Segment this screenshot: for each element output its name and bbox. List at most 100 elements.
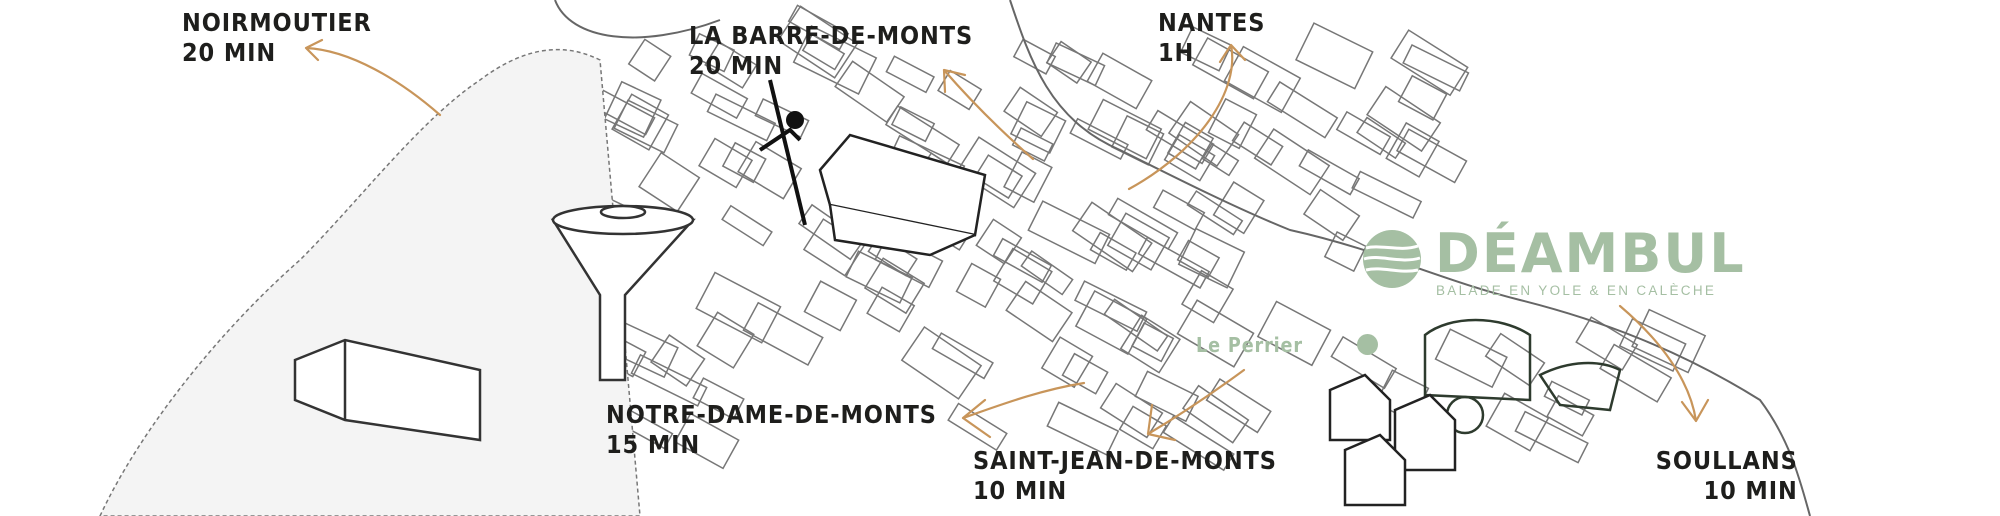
street-block [1103, 298, 1169, 352]
street-block [1145, 109, 1215, 165]
deambul-logo-icon [1363, 230, 1421, 288]
street-block [1298, 148, 1361, 196]
street-block [1027, 200, 1111, 265]
destination-time: 20 min [689, 51, 784, 80]
street-block [1207, 97, 1258, 150]
arrow-nantes [1127, 43, 1247, 191]
destination-time: 15 min [606, 430, 701, 459]
street-block [1402, 44, 1470, 92]
village-houses-icon [1328, 373, 1457, 507]
street-block [1040, 336, 1094, 389]
location-marker-icon [1357, 334, 1378, 355]
street-block [1005, 280, 1074, 343]
destination-name: Soullans [1656, 446, 1798, 475]
street-block [1045, 41, 1106, 87]
street-block [1003, 86, 1059, 138]
pole-vaulter-icon [758, 79, 807, 226]
street-block [1089, 231, 1138, 272]
warehouse-icon [293, 338, 482, 442]
street-block [1134, 370, 1200, 423]
street-block [1266, 80, 1339, 139]
street-block [754, 98, 810, 139]
street-block [890, 105, 936, 143]
destination-name: Nantes [1158, 8, 1266, 37]
street-block [1046, 401, 1120, 456]
street-block [1163, 133, 1216, 182]
street-block [973, 154, 1024, 200]
street-block [721, 204, 773, 247]
street-block [955, 262, 1002, 309]
destination-notre-dame-de-monts: Notre-Dame-de-Monts 15 min [606, 400, 937, 460]
street-block [956, 136, 1037, 209]
street-block [706, 93, 777, 142]
street-block [649, 334, 706, 387]
street-block [1294, 22, 1374, 90]
street-block [1166, 121, 1215, 170]
street-block [1514, 410, 1589, 464]
street-block [1106, 212, 1171, 271]
street-block [1385, 121, 1441, 178]
street-block [1253, 128, 1331, 196]
street-block [885, 55, 936, 94]
street-block [1074, 289, 1148, 356]
street-block [697, 137, 754, 189]
arrow-noirmoutier [304, 38, 442, 117]
street-block [692, 377, 745, 420]
street-block [673, 412, 740, 470]
street-block [1223, 45, 1302, 114]
street-block [1107, 197, 1179, 251]
street-block [696, 311, 755, 369]
street-block [1061, 352, 1109, 395]
destination-name: Notre-Dame-de-Monts [606, 400, 937, 429]
dune-vegetation [99, 48, 641, 516]
destination-noirmoutier: Noirmoutier 20 min [182, 8, 372, 68]
street-block [1356, 116, 1407, 160]
water-tower-icon [550, 204, 696, 382]
street-block [630, 353, 708, 407]
street-block [1181, 384, 1250, 444]
street-block [1390, 29, 1469, 97]
destination-time: 20 min [182, 38, 277, 67]
street-block [1434, 328, 1508, 389]
street-block [1256, 300, 1332, 367]
street-block [1485, 392, 1550, 452]
street-block [975, 218, 1023, 265]
street-block [1323, 230, 1368, 273]
street-block [1302, 188, 1361, 242]
street-block [627, 38, 672, 82]
street-block [1162, 415, 1235, 472]
street-block [603, 80, 662, 139]
street-block [1099, 382, 1164, 439]
destination-la-barre-de-monts: La Barre-de-Monts 20 min [689, 21, 973, 81]
street-block [1009, 100, 1067, 155]
thatched-cottage-icon [818, 133, 987, 257]
street-block [947, 402, 1008, 452]
street-block [1003, 151, 1053, 204]
destination-name: Saint-Jean-de-Monts [973, 446, 1277, 475]
street-block [1366, 85, 1442, 153]
brand-name: DÉAMBUL [1435, 222, 1746, 285]
street-block [1137, 236, 1211, 289]
arrow-notre-dame-de-monts [961, 381, 1086, 439]
street-block [1484, 332, 1546, 387]
street-block [1231, 121, 1284, 166]
street-block [992, 247, 1053, 305]
destination-name: La Barre-de-Monts [689, 21, 974, 50]
street-block [611, 93, 670, 151]
destination-saint-jean-de-monts: Saint-Jean-de-Monts 10 min [973, 446, 1277, 506]
street-block [1599, 343, 1673, 403]
street-block [1186, 190, 1244, 236]
street-block [1087, 98, 1163, 160]
street-block [1395, 128, 1468, 184]
arrow-saint-jean-de-monts [1146, 368, 1246, 442]
street-block [1212, 181, 1265, 235]
street-block [1167, 100, 1240, 168]
street-block [742, 301, 824, 367]
destination-soullans: Soullans 10 min [1656, 446, 1798, 506]
destination-time: 10 min [973, 476, 1068, 505]
street-block [1071, 201, 1153, 273]
street-block [1205, 378, 1272, 434]
street-block [777, 5, 859, 79]
